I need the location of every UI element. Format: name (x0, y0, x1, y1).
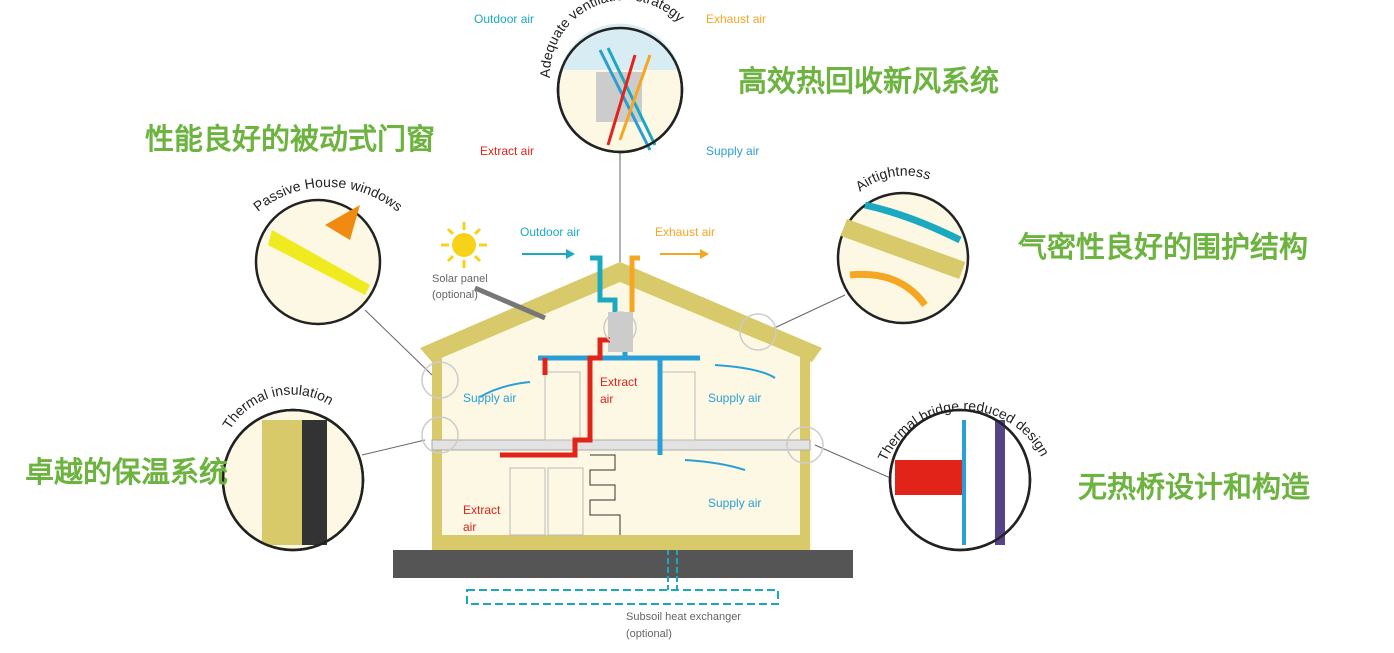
windows-circle (254, 198, 382, 326)
house-highlights (421, 311, 824, 464)
legend-outdoor-air: Outdoor air (474, 12, 534, 26)
heading-airtightness: 气密性良好的围护结构 (1018, 230, 1309, 264)
subsoil-optional: (optional) (626, 628, 672, 640)
detail-circles (221, 23, 1032, 552)
house (420, 262, 822, 550)
airtightness-circle-label: Airtightness (852, 163, 933, 195)
solar-panel (474, 285, 546, 321)
leader-lines (361, 152, 896, 481)
house-exhaust-air-label: Exhaust air (655, 225, 715, 239)
solar-panel-optional: (optional) (432, 289, 478, 301)
heading-thermal-bridge: 无热桥设计和构造 (1078, 470, 1311, 504)
heading-ventilation: 高效热回收新风系统 (738, 64, 1000, 98)
subsoil-heat-exchanger (466, 589, 779, 605)
extract-air-label-2b: air (463, 520, 476, 534)
solar-panel-label: Solar panel (432, 273, 488, 285)
legend-exhaust-air: Exhaust air (706, 12, 766, 26)
ground (393, 550, 853, 578)
thermal-bridge-circle (888, 408, 1032, 552)
insulation-circle (221, 408, 365, 552)
sun-icon (441, 222, 487, 268)
extract-air-label-1b: air (600, 392, 613, 406)
supply-air-label-2: Supply air (708, 391, 761, 405)
supply-air-label-3: Supply air (708, 496, 761, 510)
staircase (589, 454, 621, 535)
supply-air-label-1: Supply air (463, 391, 516, 405)
extract-air-label-2: Extract (463, 503, 501, 517)
heat-recovery-unit (608, 312, 633, 352)
subsoil-label: Subsoil heat exchanger (626, 611, 741, 623)
airtightness-circle (836, 191, 970, 325)
heading-insulation: 卓越的保温系统 (25, 455, 229, 489)
legend-extract-air: Extract air (480, 144, 534, 158)
ducts (500, 255, 700, 458)
house-outdoor-air-label: Outdoor air (520, 225, 580, 239)
heading-windows: 性能良好的被动式门窗 (145, 122, 436, 156)
legend-supply-air: Supply air (706, 144, 759, 158)
ventilation-circle (556, 23, 684, 154)
extract-air-label-1: Extract (600, 375, 638, 389)
